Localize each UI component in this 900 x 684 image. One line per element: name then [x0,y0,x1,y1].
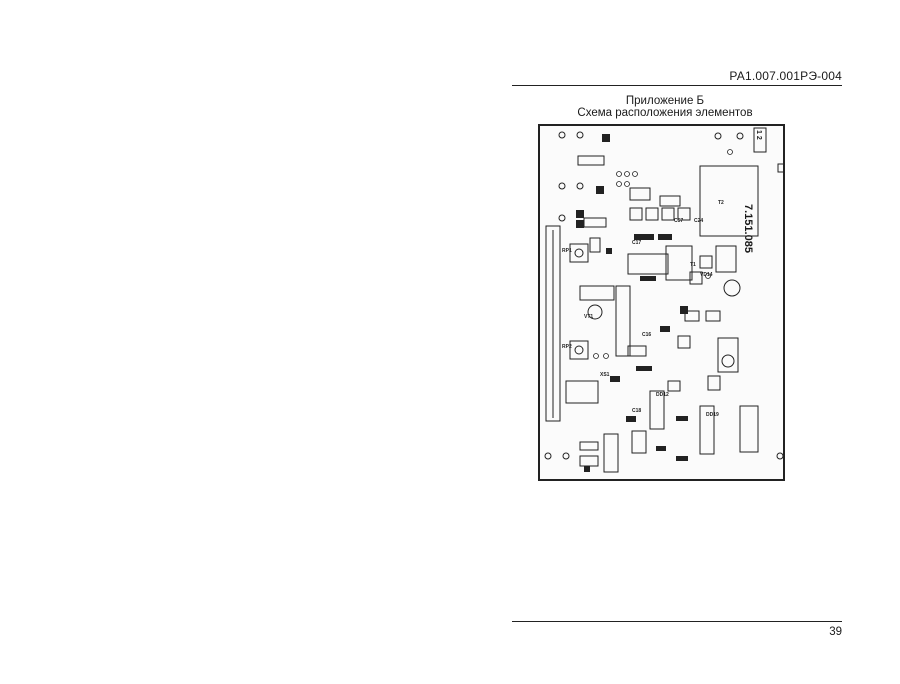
component-designator: DD19 [706,412,719,418]
document-code: РА1.007.001РЭ-004 [729,69,842,83]
page-number: 39 [829,626,842,638]
component-designator: RP1 [562,248,572,254]
component-designator: VD14 [700,272,713,278]
component-designator: T2 [718,200,724,206]
footer-rule [512,621,842,622]
board-designation: 7.151.085 [742,204,754,253]
component-designator: C18 [632,408,641,414]
edge-connector [545,225,561,422]
appendix-heading: Приложение Б Схема расположения элементо… [540,95,790,119]
component-designator: C17 [632,240,641,246]
component-designator: C16 [642,332,651,338]
connector-pin-label: 1 2 [755,130,762,140]
appendix-subtitle: Схема расположения элементов [577,107,753,119]
header-rule [512,85,842,86]
transformer-t2 [699,165,759,237]
component-designator: RP2 [562,344,572,350]
component-designator: DD12 [656,392,669,398]
appendix-title: Приложение Б [625,95,705,107]
component-designator: C57 [674,218,683,224]
component-designator: VT1 [584,314,593,320]
component-designator: C24 [694,218,703,224]
component-designator: T1 [690,262,696,268]
component-designator: XS1 [600,372,610,378]
